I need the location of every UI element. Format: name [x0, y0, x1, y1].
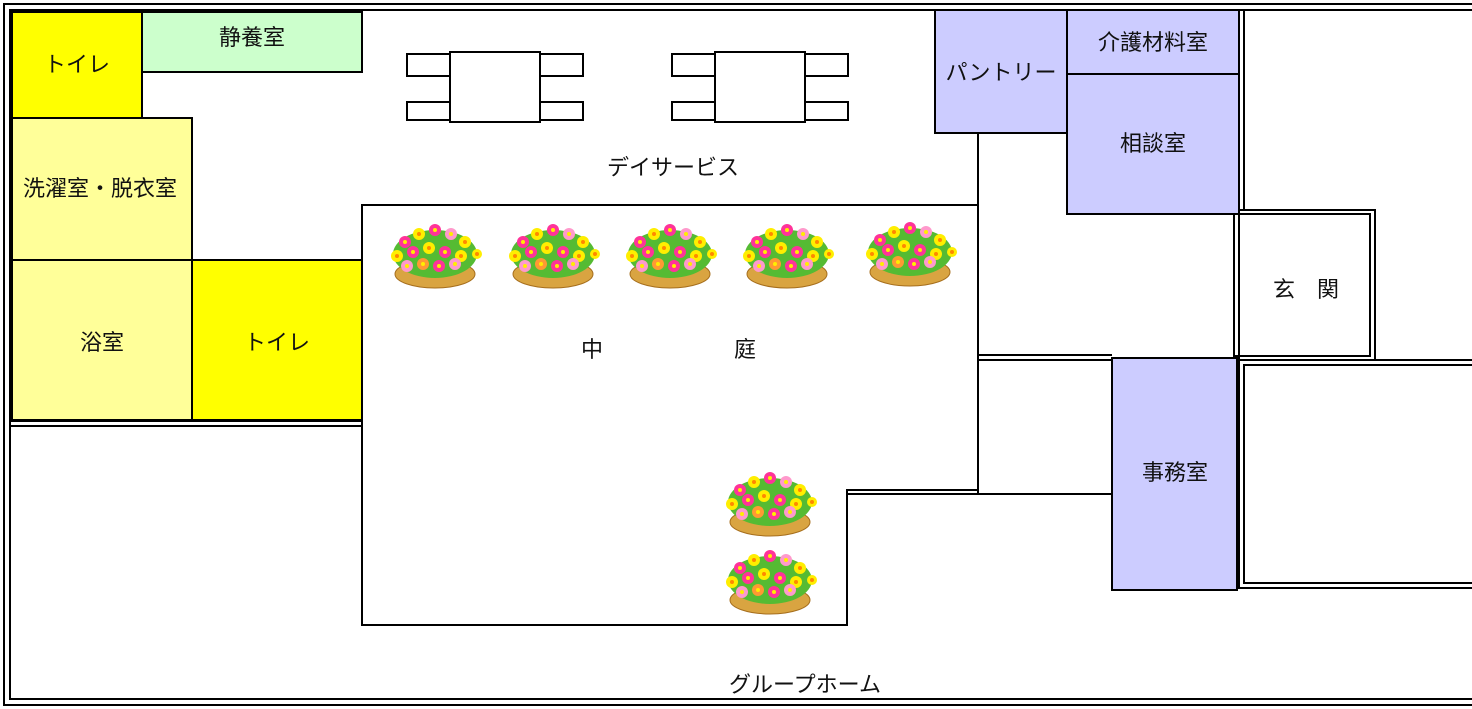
inner-wall — [9, 9, 1472, 700]
entrance-inner — [1233, 213, 1371, 357]
right-room-inner — [1243, 364, 1472, 584]
consultation-room — [1066, 73, 1240, 215]
consultation-label: 相談室 — [1120, 132, 1186, 157]
laundry-dressing-label: 洗濯室・脱衣室 — [23, 177, 177, 202]
care-supplies-label: 介護材料室 — [1098, 31, 1208, 56]
entrance — [1238, 209, 1376, 361]
pantry-label: パントリー — [945, 61, 1056, 86]
pantry — [934, 9, 1068, 134]
toilet-top-label: トイレ — [44, 53, 110, 78]
courtyard-label-2: 庭 — [734, 338, 756, 363]
courtyard-label-1: 中 — [581, 338, 603, 363]
bath-room — [11, 259, 193, 421]
laundry-dressing-room — [11, 117, 193, 261]
toilet-mid-label: トイレ — [244, 331, 310, 356]
toilet-top — [11, 11, 143, 119]
table-with-chairs-icon — [671, 51, 849, 123]
table-with-chairs-icon — [406, 51, 584, 123]
bath-label: 浴室 — [80, 331, 124, 356]
outer-wall — [3, 3, 1472, 706]
entrance-label: 玄 関 — [1273, 278, 1339, 303]
group-home-label: グループホーム — [729, 673, 881, 698]
day-service-label: デイサービス — [607, 156, 739, 181]
rest-room-label: 静養室 — [219, 26, 285, 51]
office — [1111, 357, 1238, 591]
rest-room — [141, 11, 363, 73]
right-room — [1238, 359, 1472, 589]
office-label: 事務室 — [1142, 461, 1208, 486]
